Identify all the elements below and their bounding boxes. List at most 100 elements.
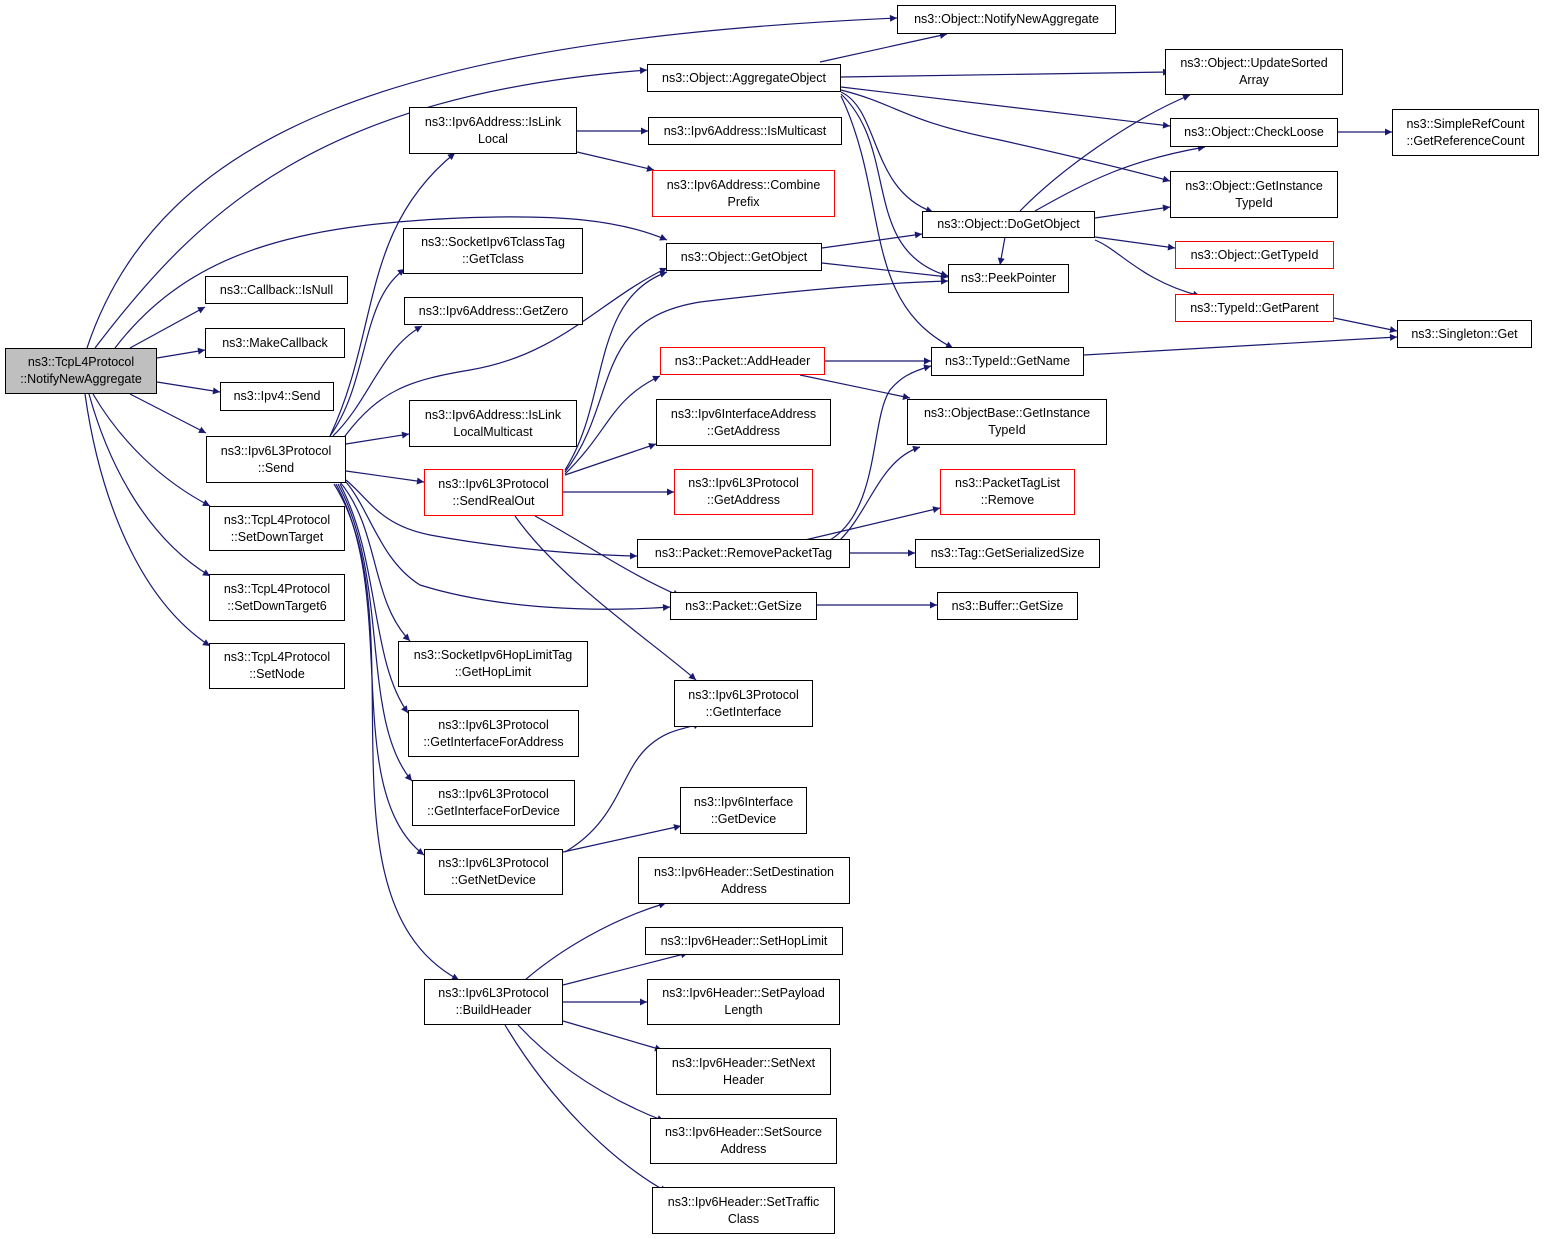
node-label: ns3::SimpleRefCount xyxy=(1406,116,1525,131)
node-packet-add-header[interactable]: ns3::Packet::AddHeader xyxy=(660,347,825,375)
node-label: ns3::Ipv6Address::Combine xyxy=(666,177,821,192)
node-label: Address xyxy=(720,1142,767,1156)
node-label: ns3::PacketTagList xyxy=(955,476,1060,490)
node-label: Prefix xyxy=(727,194,760,209)
edge-aggregate-updatesorted xyxy=(840,68,1171,78)
edge-removepackettag-getinstancetypeid xyxy=(839,445,921,541)
edge-l3send-getobject xyxy=(344,267,668,437)
node-ipv6l3protocol-send-real-out[interactable]: ns3::Ipv6L3Protocol::SendRealOut xyxy=(424,469,563,516)
edge-aggregate-getname xyxy=(840,95,954,349)
node-ipv6l3protocol-send[interactable]: ns3::Ipv6L3Protocol::Send xyxy=(206,436,346,483)
node-tcpl4protocol-set-down-target6[interactable]: ns3::TcpL4Protocol::SetDownTarget6 xyxy=(209,574,345,621)
edge-root-notify-new-aggregate xyxy=(86,14,898,349)
node-typeid-get-name[interactable]: ns3::TypeId::GetName xyxy=(931,347,1084,376)
node-packettaglist-remove[interactable]: ns3::PacketTagList::Remove xyxy=(940,469,1075,515)
node-socketipv6hoplimittag-get-hop-limit[interactable]: ns3::SocketIpv6HopLimitTag::GetHopLimit xyxy=(398,641,588,687)
node-simplerefcount-get-reference-count[interactable]: ns3::SimpleRefCount::GetReferenceCount xyxy=(1392,109,1539,156)
edge-sendrealout-getobject xyxy=(564,271,668,471)
node-object-do-get-object[interactable]: ns3::Object::DoGetObject xyxy=(922,211,1095,238)
edge-l3send-gethoplimit xyxy=(339,481,411,642)
node-typeid-get-parent[interactable]: ns3::TypeId::GetParent xyxy=(1175,294,1334,322)
node-label: ns3::Singleton::Get xyxy=(1411,326,1518,341)
node-label: LocalMulticast xyxy=(453,424,533,439)
node-tcpl4protocol-set-down-target[interactable]: ns3::TcpL4Protocol::SetDownTarget xyxy=(209,506,345,551)
node-ipv6l3protocol-get-interface[interactable]: ns3::Ipv6L3Protocol::GetInterface xyxy=(674,680,813,727)
edge-dogetobject-updatesorted xyxy=(1019,94,1191,212)
edge-l3send-buildheader xyxy=(333,483,460,981)
node-label: ::SetNode xyxy=(249,667,305,681)
node-ipv6header-set-hop-limit[interactable]: ns3::Ipv6Header::SetHopLimit xyxy=(645,927,843,955)
node-ipv6interface-get-device[interactable]: ns3::Ipv6Interface::GetDevice xyxy=(680,787,807,834)
node-label: TypeId xyxy=(988,423,1026,437)
edge-buildheader-settraffic xyxy=(504,1024,668,1193)
node-make-callback[interactable]: ns3::MakeCallback xyxy=(205,328,345,358)
node-label: ns3::Ipv6L3Protocol xyxy=(688,687,799,702)
node-ipv6l3protocol-get-interface-for-address[interactable]: ns3::Ipv6L3Protocol::GetInterfaceForAddr… xyxy=(408,710,579,757)
node-object-check-loose[interactable]: ns3::Object::CheckLoose xyxy=(1170,118,1338,147)
edge-aggregate-notify xyxy=(819,32,948,63)
edge-sendrealout-peekpointer xyxy=(564,277,949,473)
node-root-line1: ns3::TcpL4Protocol xyxy=(27,355,135,369)
node-ipv6l3protocol-build-header[interactable]: ns3::Ipv6L3Protocol::BuildHeader xyxy=(424,979,563,1025)
edge-dogetobject-peekpointer xyxy=(997,236,1006,266)
node-ipv6l3protocol-get-net-device[interactable]: ns3::Ipv6L3Protocol::GetNetDevice xyxy=(424,849,563,895)
edge-buildheader-setsource xyxy=(517,1024,665,1122)
node-object-aggregate-object[interactable]: ns3::Object::AggregateObject xyxy=(647,64,841,92)
node-label: ns3::Ipv6Header::SetTraffic xyxy=(667,1194,820,1209)
node-label: ns3::Object::GetObject xyxy=(680,249,808,264)
node-ipv4-send[interactable]: ns3::Ipv4::Send xyxy=(220,382,334,411)
edge-l3send-islinklocal xyxy=(329,152,456,437)
node-tag-get-serialized-size[interactable]: ns3::Tag::GetSerializedSize xyxy=(915,539,1100,568)
node-singleton-get[interactable]: ns3::Singleton::Get xyxy=(1397,320,1532,348)
node-packet-remove-packet-tag[interactable]: ns3::Packet::RemovePacketTag xyxy=(637,539,850,568)
node-socketipv6tclasstag-get-tclass[interactable]: ns3::SocketIpv6TclassTag::GetTclass xyxy=(403,228,583,274)
node-label: ns3::Object::NotifyNewAggregate xyxy=(914,12,1099,26)
edge-l3send-gettclass xyxy=(329,268,406,437)
node-label: ns3::TcpL4Protocol xyxy=(223,581,331,596)
node-label: ns3::Packet::RemovePacketTag xyxy=(654,546,833,560)
node-label: ns3::Ipv6InterfaceAddress xyxy=(670,406,817,421)
node-label: ns3::PeekPointer xyxy=(960,271,1057,285)
node-packet-get-size[interactable]: ns3::Packet::GetSize xyxy=(670,592,817,620)
edge-islinklocal-combineprefix xyxy=(576,151,655,172)
node-ipv6l3protocol-get-interface-for-device[interactable]: ns3::Ipv6L3Protocol::GetInterfaceForDevi… xyxy=(412,780,575,826)
node-label: ::GetHopLimit xyxy=(454,665,532,679)
edge-getnetdevice-getdevice xyxy=(562,824,682,853)
node-label: ::Remove xyxy=(980,493,1035,507)
node-ipv6address-get-zero[interactable]: ns3::Ipv6Address::GetZero xyxy=(404,297,583,325)
node-label: ::GetInterfaceForDevice xyxy=(427,804,560,818)
edge-l3send-removepackettag xyxy=(345,479,638,560)
node-root-line2: ::NotifyNewAggregate xyxy=(20,372,142,386)
node-object-get-typeid[interactable]: ns3::Object::GetTypeId xyxy=(1175,241,1334,269)
edge-sendrealout-addheader xyxy=(564,375,661,475)
node-object-get-object[interactable]: ns3::Object::GetObject xyxy=(666,243,822,271)
edge-aggregate-peekpointer xyxy=(840,93,949,278)
node-buffer-get-size[interactable]: ns3::Buffer::GetSize xyxy=(937,592,1078,620)
node-label: ::SendRealOut xyxy=(452,493,535,508)
node-label: ns3::Object::GetTypeId xyxy=(1190,247,1319,262)
node-label: ::GetInterface xyxy=(705,704,782,719)
edge-getname-singleton xyxy=(1083,333,1398,356)
node-ipv6interfaceaddress-get-address[interactable]: ns3::Ipv6InterfaceAddress::GetAddress xyxy=(656,399,831,446)
node-ipv6address-is-multicast[interactable]: ns3::Ipv6Address::IsMulticast xyxy=(648,117,842,145)
node-ipv6l3protocol-get-address[interactable]: ns3::Ipv6L3Protocol::GetAddress xyxy=(674,469,813,515)
edge-getparent-singleton xyxy=(1333,317,1398,334)
node-object-notify-new-aggregate[interactable]: ns3::Object::NotifyNewAggregate xyxy=(897,5,1116,34)
node-callback-is-null[interactable]: ns3::Callback::IsNull xyxy=(205,276,348,304)
edge-addheader-getinstancetypeid xyxy=(799,374,911,400)
node-label: ::SetDownTarget6 xyxy=(227,598,327,613)
node-peek-pointer[interactable]: ns3::PeekPointer xyxy=(948,264,1069,293)
node-label: TypeId xyxy=(1235,195,1273,210)
node-tcpl4protocol-set-node[interactable]: ns3::TcpL4Protocol::SetNode xyxy=(209,643,345,689)
